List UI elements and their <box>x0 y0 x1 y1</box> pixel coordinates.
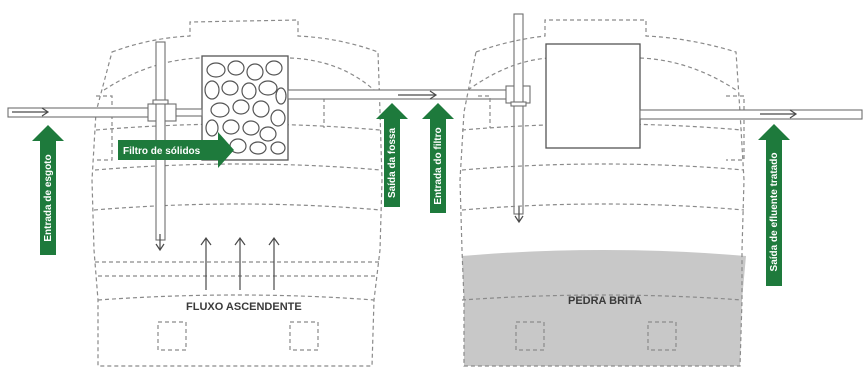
upflow-arrows <box>200 236 280 290</box>
label-solids-filter-text: Filtro de sólidos <box>123 146 201 157</box>
connecting-pipe <box>287 13 531 224</box>
label-upflow: FLUXO ASCENDENTE <box>186 301 302 313</box>
label-filter-inlet: Entrada do filtro <box>422 103 454 213</box>
label-septic-outlet: Saída da fossa <box>376 103 408 207</box>
label-inlet-text: Entrada de esgoto <box>43 154 54 241</box>
outlet-pipe <box>639 109 863 120</box>
label-inlet: Entrada de esgoto <box>32 125 64 255</box>
label-gravel: PEDRA BRITA <box>568 295 642 307</box>
septic-tank <box>91 19 383 367</box>
label-treated-outlet: Saída de efluente tratado <box>758 124 790 286</box>
label-filter-inlet-text: Entrada do filtro <box>433 127 444 204</box>
label-treated-outlet-text: Saída de efluente tratado <box>769 153 780 272</box>
anaerobic-filter-tank <box>459 19 746 367</box>
label-solids-filter: Filtro de sólidos <box>118 132 234 168</box>
label-septic-outlet-text: Saída da fossa <box>387 128 398 198</box>
